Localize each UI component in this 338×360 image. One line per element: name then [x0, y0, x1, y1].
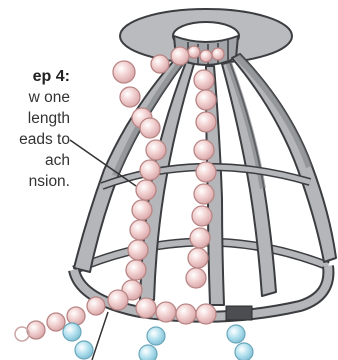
bead-icon	[190, 228, 210, 248]
bead-icon	[136, 180, 156, 200]
bead-icon	[192, 206, 212, 226]
bead-icon	[188, 46, 200, 58]
bead-icon	[140, 160, 160, 180]
bead-icon	[132, 200, 152, 220]
bead-icon	[15, 327, 29, 341]
blue-beads	[63, 323, 253, 360]
bead-icon	[194, 184, 214, 204]
bead-icon	[196, 112, 216, 132]
bead-icon	[235, 343, 253, 360]
ring-clip	[226, 306, 252, 320]
caption-line: length	[0, 108, 70, 129]
bead-icon	[196, 304, 216, 324]
bead-icon	[126, 260, 146, 280]
bead-icon	[139, 345, 157, 360]
bead-icon	[188, 248, 208, 268]
bead-icon	[67, 307, 85, 325]
bead-icon	[75, 341, 93, 359]
bead-icon	[196, 90, 216, 110]
bead-icon	[147, 327, 165, 345]
bead-icon	[176, 304, 196, 324]
bead-icon	[194, 140, 214, 160]
bead-icon	[140, 118, 160, 138]
caption-line: nsion.	[0, 171, 70, 192]
bead-icon	[186, 268, 206, 288]
bead-icon	[156, 302, 176, 322]
bead-icon	[212, 48, 224, 60]
caption-line: w one	[0, 87, 70, 108]
bead-icon	[47, 313, 65, 331]
bead-icon	[27, 321, 45, 339]
bead-icon	[130, 220, 150, 240]
bead-icon	[194, 70, 214, 90]
bead-icon	[151, 55, 169, 73]
bead-icon	[108, 290, 128, 310]
caption-line: ach	[0, 150, 70, 171]
step-caption: ep 4: w one length eads to ach nsion.	[0, 66, 70, 192]
bead-icon	[63, 323, 81, 341]
bead-icon	[136, 298, 156, 318]
bead-icon	[120, 87, 140, 107]
bead-icon	[87, 297, 105, 315]
bead-icon	[128, 240, 148, 260]
bead-icon	[146, 140, 166, 160]
step-heading: ep 4:	[0, 66, 70, 87]
bead-icon	[113, 61, 135, 83]
caption-line: eads to	[0, 129, 70, 150]
bead-icon	[171, 47, 189, 65]
bead-icon	[196, 162, 216, 182]
lower-pointer-line	[92, 312, 108, 360]
bead-icon	[200, 50, 212, 62]
bead-icon	[227, 325, 245, 343]
